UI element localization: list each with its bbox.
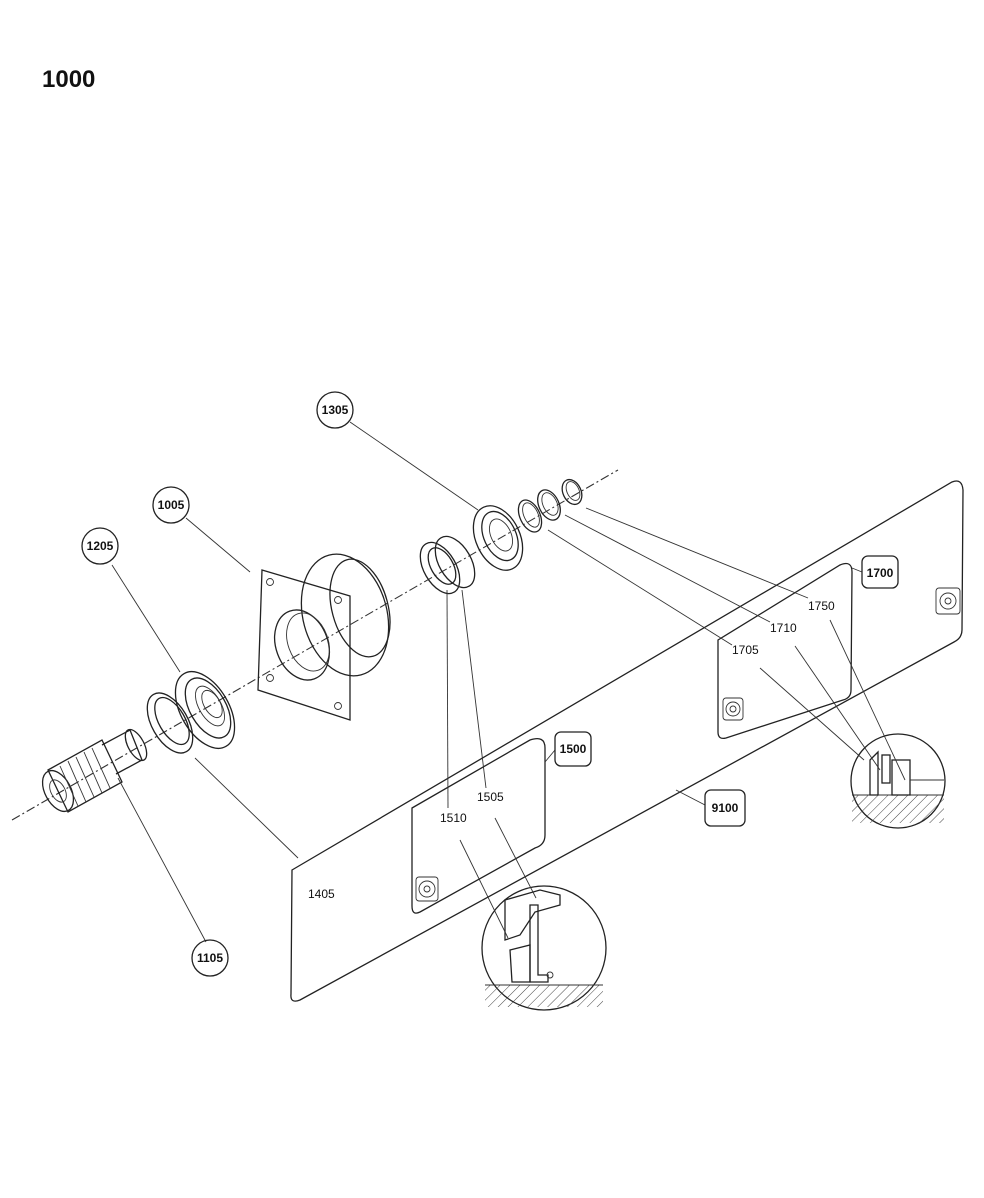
ring-1710 — [537, 489, 561, 521]
subkit-panel-1500 — [411, 737, 546, 914]
shaft-1105 — [41, 728, 148, 813]
callout-1700-label: 1700 — [867, 566, 894, 580]
callout-1205-label: 1205 — [87, 539, 114, 553]
detail-view-1700 — [850, 733, 946, 829]
bearing-1305 — [472, 505, 524, 571]
callout-9100: 9100 — [704, 789, 746, 827]
callout-1305: 1305 — [316, 391, 354, 429]
kit-panel-9100 — [290, 480, 964, 1002]
callout-1305-label: 1305 — [322, 403, 349, 417]
housing-1005 — [257, 553, 391, 721]
kit-symbol-icon — [415, 876, 439, 902]
callout-1500: 1500 — [554, 731, 592, 767]
callout-1105: 1105 — [191, 939, 229, 977]
seal-ring-1405 — [146, 692, 194, 754]
page-title: 1000 — [42, 66, 96, 93]
leader-lines — [111, 421, 906, 943]
callout-1005: 1005 — [152, 486, 190, 524]
callout-1700: 1700 — [861, 555, 899, 589]
label-1505: 1505 — [477, 790, 504, 804]
callout-1105-label: 1105 — [197, 951, 223, 965]
seal-1505 — [419, 535, 476, 595]
kit-symbol-icon — [722, 697, 744, 721]
callout-1205: 1205 — [81, 527, 119, 565]
bearing-1205 — [174, 671, 236, 749]
callout-1005-label: 1005 — [158, 498, 185, 512]
callout-9100-label: 9100 — [712, 801, 739, 815]
callout-1500-label: 1500 — [560, 742, 587, 756]
label-1710: 1710 — [770, 621, 797, 635]
label-1510: 1510 — [440, 811, 467, 825]
label-1750: 1750 — [808, 599, 835, 613]
subkit-panel-1700 — [717, 562, 853, 740]
ring-1750 — [561, 478, 583, 506]
ring-1705 — [517, 499, 543, 533]
detail-view-1500 — [481, 885, 607, 1011]
label-1705: 1705 — [732, 643, 759, 657]
label-1405: 1405 — [308, 887, 335, 901]
center-axis — [11, 469, 619, 821]
kit-symbol-icon — [935, 587, 961, 615]
